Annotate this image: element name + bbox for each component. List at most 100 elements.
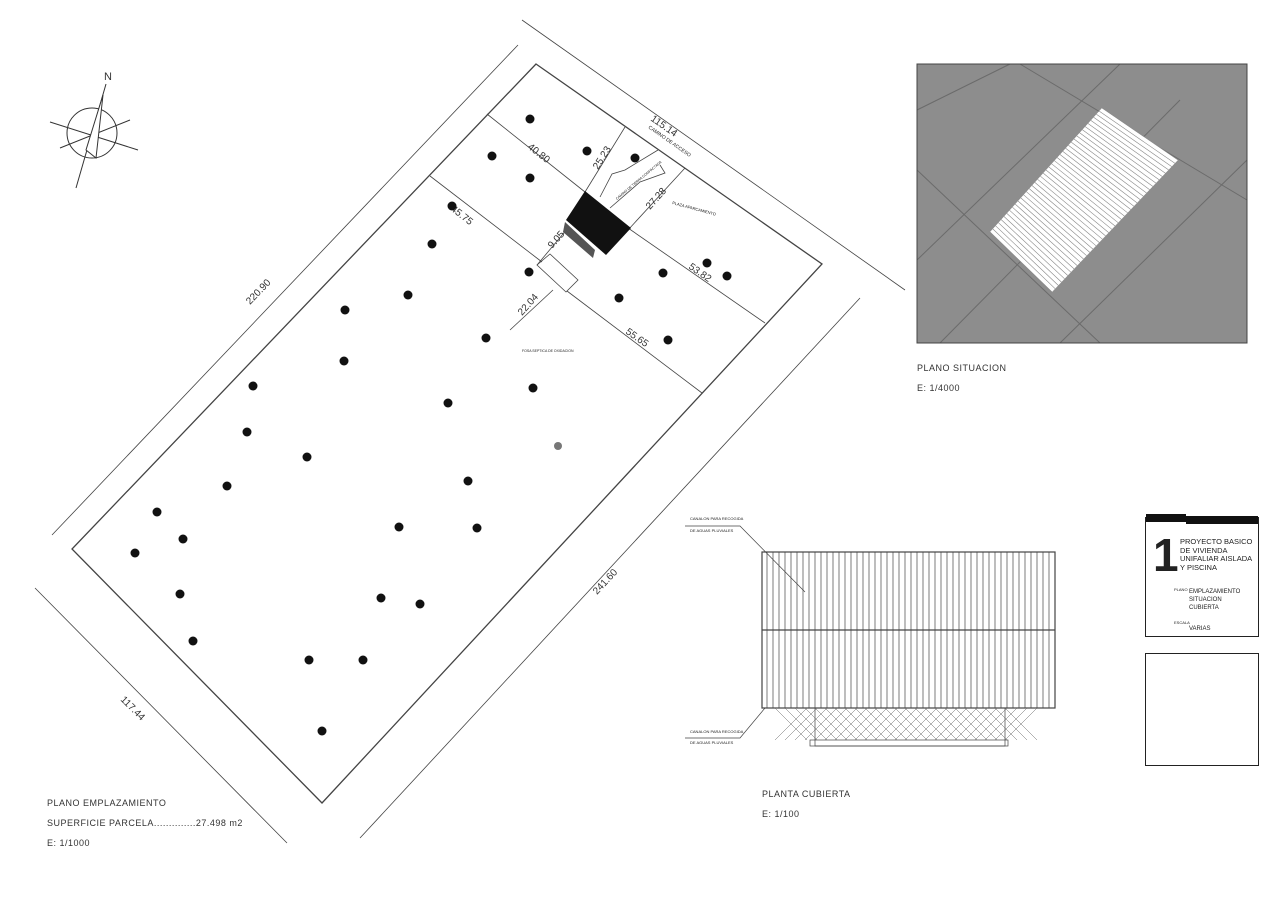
hatch-line [854, 707, 888, 741]
project-line: UNIFALIAR AISLADA [1180, 554, 1253, 563]
parking-label: PLAZA APARCAMIENTO [672, 200, 717, 216]
escala-label: ESCALA [1174, 620, 1190, 625]
hatch-line [994, 707, 1028, 741]
tree-icon [394, 522, 404, 532]
dim-220-90: 220.90 [244, 277, 273, 307]
hatch-line [914, 707, 948, 741]
hatch-line [864, 707, 898, 741]
hatch-line [1057, 157, 1128, 214]
hatch-line [1043, 172, 1113, 230]
hatch-line [1048, 166, 1119, 223]
plano-label: PLANO [1174, 587, 1188, 592]
tree-icon [582, 146, 592, 156]
hatch-line [1015, 203, 1081, 263]
escala-value: VARIAS [1189, 626, 1211, 632]
tree-icon [340, 305, 350, 315]
tree-icon [487, 151, 497, 161]
tree-icon [528, 383, 538, 393]
hatch-line [1090, 120, 1166, 174]
parcel-boundary [71, 63, 823, 804]
tree-icon [178, 534, 188, 544]
tree-icon [248, 381, 258, 391]
hatch-line [1096, 113, 1172, 167]
gutter-label-top-2: DE AGUAS PLUVIALES [690, 528, 734, 533]
plano-item: EMPLAZAMIENTO [1189, 589, 1241, 595]
hatch-line [1040, 175, 1109, 233]
hatch-line [1003, 216, 1068, 276]
hatch-line [944, 707, 978, 741]
tree-icon [463, 476, 473, 486]
tree-icon [630, 153, 640, 163]
project-line: DE VIVIENDA [1180, 545, 1228, 555]
hatch-line [804, 707, 838, 741]
hatch-line [954, 707, 988, 741]
tree-icon [403, 290, 413, 300]
tree-icon [339, 356, 349, 366]
hatch-line [1082, 129, 1157, 184]
hatch-line [974, 707, 1008, 741]
tree-icon [663, 335, 673, 345]
hatch-line [1054, 160, 1125, 217]
hatch-line [1059, 154, 1131, 210]
tree-icon [222, 481, 232, 491]
hatch-line [884, 707, 918, 741]
tree-icon [175, 589, 185, 599]
tree-icon [152, 507, 162, 517]
svg-text:N: N [104, 71, 112, 83]
tree-icon [415, 599, 425, 609]
gutter-label-top: CANALON PARA RECOGIDA [690, 516, 744, 521]
tree-icon [130, 548, 140, 558]
hatch-line [1009, 210, 1075, 270]
tree-icon [525, 114, 535, 124]
dim-25-23: 25.23 [591, 144, 614, 171]
title-block: 1 PROYECTO BASICO DE VIVIENDA UNIFALIAR … [1145, 514, 1259, 637]
hatch-line [1026, 191, 1094, 250]
tree-icon [525, 173, 535, 183]
hatch-line [1087, 123, 1163, 177]
tree-icon [427, 239, 437, 249]
hatch-line [824, 707, 858, 741]
hatch-line [904, 707, 938, 741]
tree-icon [524, 267, 534, 277]
tree-icon [317, 726, 327, 736]
site-area: SUPERFICIE PARCELA..............27.498 m… [47, 818, 243, 828]
hatch-line [774, 707, 808, 741]
hatch-line [1017, 200, 1084, 260]
tree-icon [481, 333, 491, 343]
house-footprint [563, 191, 631, 258]
hatch-line [784, 707, 818, 741]
hatch-line [814, 707, 848, 741]
hatch-line [1023, 194, 1090, 253]
hatch-line [995, 225, 1059, 286]
gutter-label-bottom-2: DE AGUAS PLUVIALES [690, 740, 734, 745]
hatch-line [1093, 117, 1169, 171]
tree-icon [702, 258, 712, 268]
hatch-line [1065, 148, 1138, 204]
tree-icon [472, 523, 482, 533]
hatch-line [1000, 219, 1065, 280]
hatch-line [1034, 182, 1103, 240]
situation-scale: E: 1/4000 [917, 383, 961, 393]
north-arrow-icon: N [49, 71, 139, 189]
gutter-label-bottom: CANALON PARA RECOGIDA [690, 729, 744, 734]
tree-icon [658, 268, 668, 278]
tree-icon [614, 293, 624, 303]
hatch-line [998, 222, 1062, 283]
sheet-number: 1 [1153, 529, 1179, 581]
hatch-line [1068, 144, 1141, 200]
hatch-line [1012, 206, 1078, 266]
tree-icon [447, 201, 457, 211]
hatch-line [1051, 163, 1122, 220]
hatch-line [992, 228, 1056, 289]
hatch-line [1076, 135, 1150, 190]
hatch-line [1073, 138, 1147, 194]
dim-55-65: 55.65 [623, 326, 650, 350]
tree-icon [358, 655, 368, 665]
trees [130, 114, 732, 736]
hatch-line [984, 707, 1018, 741]
project-line: Y PISCINA [1180, 562, 1217, 572]
hatch-line [1037, 179, 1106, 237]
dim-117-44: 117.44 [118, 694, 147, 723]
tree-icon [302, 452, 312, 462]
roof-plan [685, 525, 1056, 747]
